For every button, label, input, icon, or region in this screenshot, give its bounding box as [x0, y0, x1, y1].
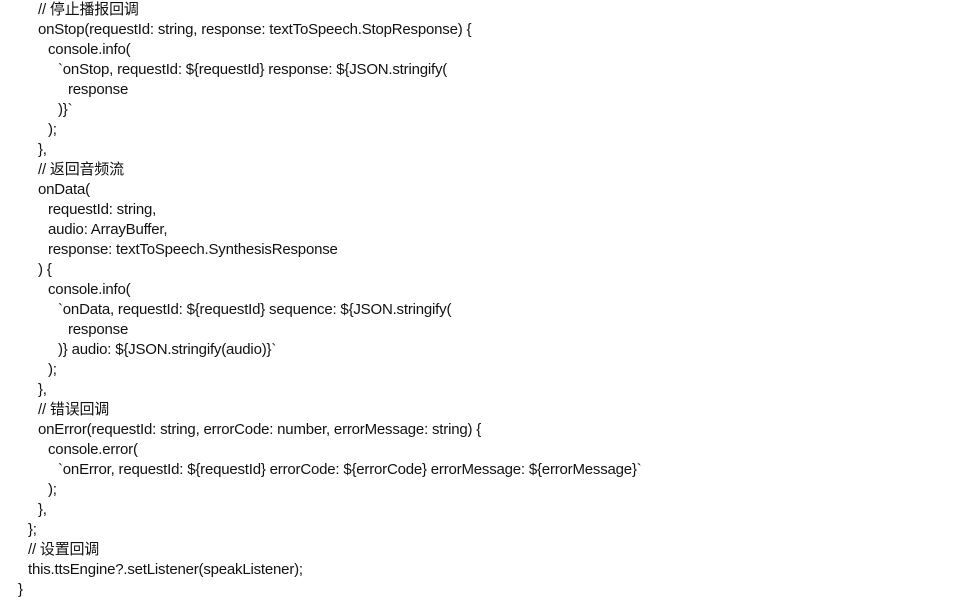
code-line: response — [68, 321, 129, 338]
code-line: onStop(requestId: string, response: text… — [38, 21, 472, 38]
code-line: }, — [38, 141, 47, 158]
code-line: )} audio: ${JSON.stringify(audio)}` — [58, 341, 277, 358]
code-line: `onStop, requestId: ${requestId} respons… — [58, 61, 448, 78]
code-line: console.info( — [48, 281, 131, 298]
code-line: }, — [38, 501, 47, 518]
code-line: }, — [38, 381, 47, 398]
code-line: onData( — [38, 181, 90, 198]
code-line: audio: ArrayBuffer, — [48, 221, 168, 238]
code-line: response: textToSpeech.SynthesisResponse — [48, 241, 338, 258]
code-line: onError(requestId: string, errorCode: nu… — [38, 421, 482, 438]
code-line: this.ttsEngine?.setListener(speakListene… — [28, 561, 303, 578]
code-line: ); — [48, 121, 57, 138]
code-line-comment-set-listener: // 设置回调 — [28, 541, 100, 558]
code-line: )}` — [58, 101, 73, 118]
code-line: }; — [28, 521, 37, 538]
code-line: } — [18, 581, 23, 598]
code-line: `onData, requestId: ${requestId} sequenc… — [58, 301, 452, 318]
code-line: `onError, requestId: ${requestId} errorC… — [58, 461, 642, 478]
code-line: console.error( — [48, 441, 138, 458]
code-line: console.info( — [48, 41, 131, 58]
code-line-comment-stop: // 停止播报回调 — [38, 1, 139, 18]
code-line: requestId: string, — [48, 201, 157, 218]
code-line: ); — [48, 481, 57, 498]
code-line: ); — [48, 361, 57, 378]
code-line: response — [68, 81, 129, 98]
code-line-comment-data: // 返回音频流 — [38, 161, 124, 178]
code-line-comment-error: // 错误回调 — [38, 401, 110, 418]
code-line: ) { — [38, 261, 52, 278]
